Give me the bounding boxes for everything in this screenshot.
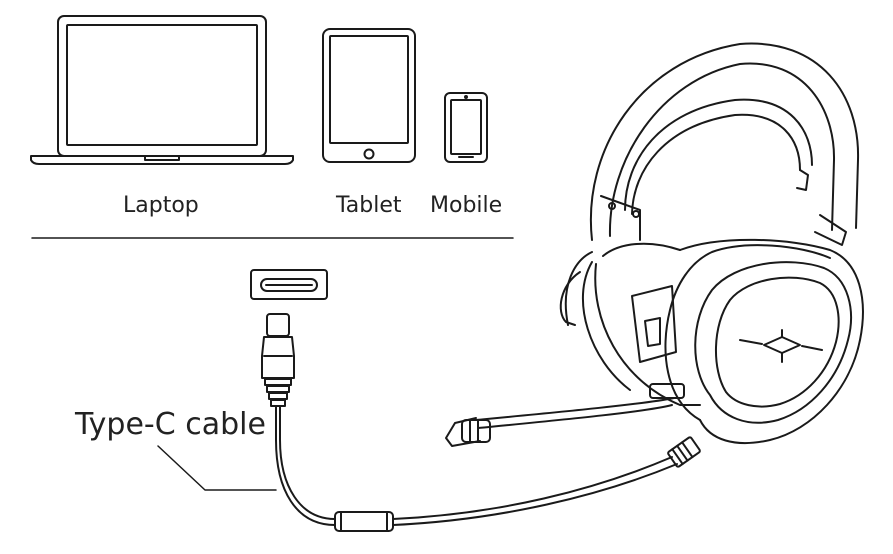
tablet-label: Tablet <box>336 193 402 218</box>
laptop-label: Laptop <box>123 193 199 218</box>
usb-c-port-icon <box>250 269 328 300</box>
type-c-cable-label: Type-C cable <box>75 407 266 442</box>
laptop-icon <box>30 15 294 165</box>
gaming-headset-icon <box>445 42 864 447</box>
cable-label-leader <box>157 445 277 491</box>
mobile-label: Mobile <box>430 193 503 218</box>
tablet-icon <box>322 28 416 163</box>
type-c-cable <box>261 313 701 532</box>
mobile-phone-icon <box>444 92 488 163</box>
